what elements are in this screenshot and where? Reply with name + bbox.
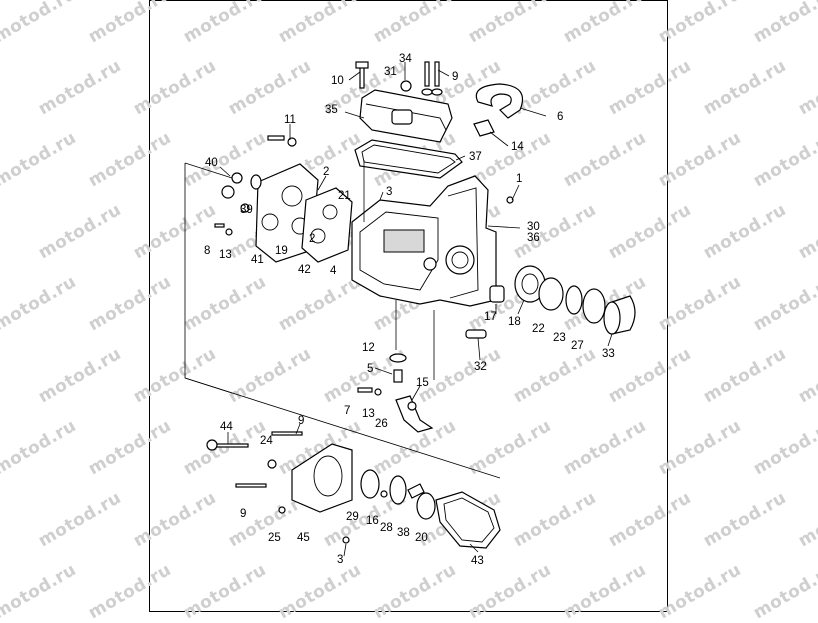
callout-9-middle: 9 (298, 415, 304, 427)
callout-44: 44 (220, 421, 233, 433)
callout-2-upper: 2 (323, 166, 329, 178)
callout-3-upper: 3 (386, 186, 392, 198)
callout-13-left: 13 (219, 249, 232, 261)
callout-23: 23 (553, 332, 566, 344)
callout-32: 32 (474, 361, 487, 373)
callout-16: 16 (366, 515, 379, 527)
callout-43: 43 (471, 555, 484, 567)
callout-40: 40 (205, 157, 218, 169)
vent-hose (473, 83, 524, 137)
main-housing (351, 175, 497, 307)
gasket-42 (301, 187, 353, 263)
end-cover-gasket-43 (435, 491, 501, 549)
callout-25: 25 (268, 532, 281, 544)
callout-13-middle: 13 (362, 408, 375, 420)
callout-36: 36 (527, 232, 540, 244)
top-cover (359, 89, 453, 143)
callout-35: 35 (325, 104, 338, 116)
callout-12: 12 (362, 342, 375, 354)
callout-20: 20 (415, 532, 428, 544)
callout-5: 5 (367, 363, 373, 375)
callout-labels: 34 31 10 9 35 6 11 14 37 40 2 3 1 21 39 … (204, 53, 615, 567)
callout-39: 39 (240, 204, 253, 216)
callout-29: 29 (346, 511, 359, 523)
callout-9-top: 9 (452, 71, 458, 83)
callout-18: 18 (508, 316, 521, 328)
callout-28: 28 (380, 522, 393, 534)
end-cover-45 (206, 431, 353, 544)
callout-15: 15 (416, 377, 429, 389)
callout-21: 21 (338, 190, 351, 202)
callout-26: 26 (375, 418, 388, 430)
callout-33: 33 (602, 348, 615, 360)
callout-1: 1 (516, 173, 522, 185)
gear-parts (360, 469, 436, 520)
leader-lines (219, 62, 613, 557)
shaft-bearings (465, 196, 636, 339)
callout-9-lower: 9 (240, 508, 246, 520)
callout-31: 31 (384, 66, 397, 78)
callout-19: 19 (275, 245, 288, 257)
callout-30: 30 (527, 221, 540, 233)
bolts-top (355, 61, 443, 96)
callout-2-lower: 2 (309, 233, 315, 245)
callout-42: 42 (298, 264, 311, 276)
callout-38: 38 (397, 527, 410, 539)
lower-middle-parts (357, 353, 434, 433)
diagram-frame (149, 0, 668, 612)
assembly-outline (184, 162, 501, 479)
callout-7: 7 (344, 405, 350, 417)
callout-3-lower: 3 (337, 554, 343, 566)
callout-10: 10 (331, 75, 344, 87)
callout-4: 4 (330, 265, 337, 277)
callout-34: 34 (399, 53, 412, 65)
callout-37: 37 (469, 151, 482, 163)
callout-41: 41 (251, 254, 264, 266)
callout-17: 17 (484, 311, 497, 323)
callout-24: 24 (260, 435, 273, 447)
callout-6: 6 (557, 111, 563, 123)
callout-8: 8 (204, 245, 210, 257)
callout-45: 45 (297, 532, 310, 544)
callout-22: 22 (532, 323, 545, 335)
callout-11: 11 (284, 114, 296, 126)
top-cover-gasket (354, 139, 463, 179)
small-parts-left (214, 135, 297, 236)
callout-14: 14 (511, 141, 524, 153)
callout-27: 27 (571, 340, 584, 352)
